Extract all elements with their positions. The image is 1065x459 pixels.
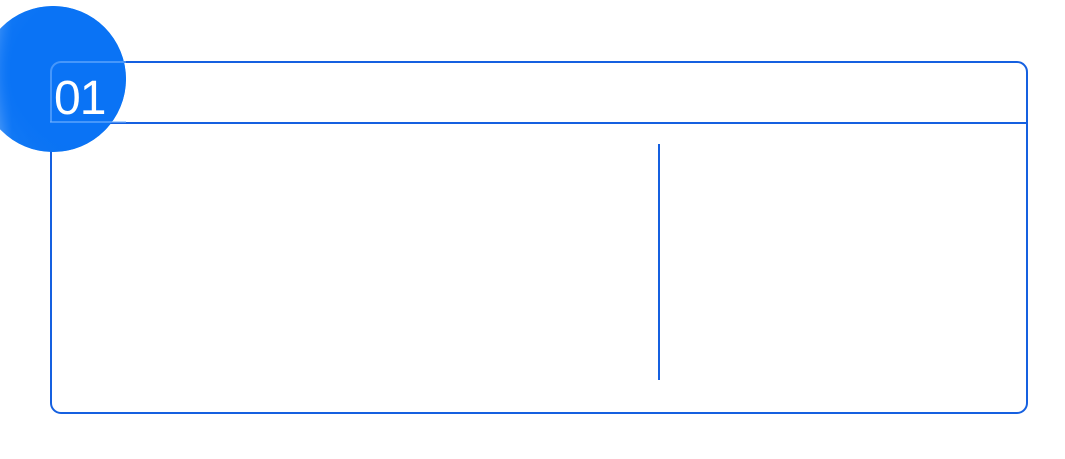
badge-fill [0, 6, 126, 152]
step-number: 01 [54, 72, 106, 125]
vertical-divider [658, 144, 660, 380]
step-number-badge: 01 [0, 6, 126, 152]
content-card [50, 61, 1028, 414]
card-header [52, 63, 1026, 124]
